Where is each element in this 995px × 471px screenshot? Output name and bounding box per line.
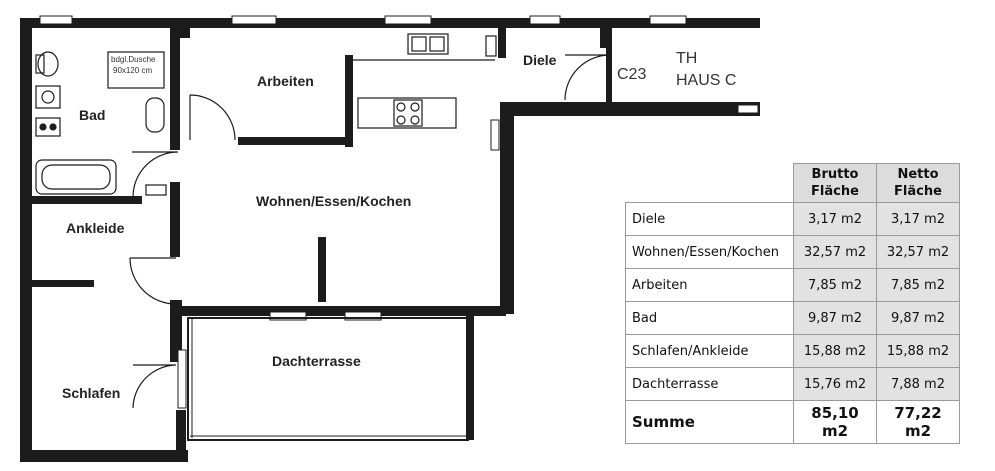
table-row: Dachterrasse 15,76 m2 7,88 m2 xyxy=(625,367,960,401)
table-row: Bad 9,87 m2 9,87 m2 xyxy=(625,301,960,335)
room-label-diele: Diele xyxy=(523,52,557,68)
room-label-dachterrasse: Dachterrasse xyxy=(272,353,361,369)
row-name: Bad xyxy=(625,301,794,335)
unit-code-label: C23 xyxy=(617,66,647,83)
room-label-arbeiten: Arbeiten xyxy=(257,73,314,89)
table-header-corner xyxy=(625,163,794,203)
table-header-brutto: Brutto Fläche xyxy=(793,163,877,203)
row-name: Schlafen/Ankleide xyxy=(625,334,794,368)
row-netto: 32,57 m2 xyxy=(876,235,960,269)
table-row: Wohnen/Essen/Kochen 32,57 m2 32,57 m2 xyxy=(625,235,960,269)
row-netto: 15,88 m2 xyxy=(876,334,960,368)
windows xyxy=(39,15,759,409)
area-table: Brutto Fläche Netto Fläche Diele 3,17 m2… xyxy=(625,163,960,444)
table-header-row: Brutto Fläche Netto Fläche xyxy=(625,163,960,203)
room-label-wohnen: Wohnen/Essen/Kochen xyxy=(256,193,412,209)
row-name: Dachterrasse xyxy=(625,367,794,401)
haus-label: HAUS C xyxy=(676,72,737,89)
row-name: Wohnen/Essen/Kochen xyxy=(625,235,794,269)
doors xyxy=(129,54,611,409)
row-brutto: 3,17 m2 xyxy=(793,202,877,236)
shower-note-line1: bdgl.Dusche xyxy=(111,55,156,64)
sum-netto: 77,22 m2 xyxy=(876,400,960,444)
row-netto: 3,17 m2 xyxy=(876,202,960,236)
row-name: Arbeiten xyxy=(625,268,794,302)
row-brutto: 9,87 m2 xyxy=(793,301,877,335)
row-brutto: 15,76 m2 xyxy=(793,367,877,401)
table-sum-row: Summe 85,10 m2 77,22 m2 xyxy=(625,400,960,444)
sum-name: Summe xyxy=(625,400,794,444)
room-label-schlafen: Schlafen xyxy=(62,385,121,401)
row-netto: 9,87 m2 xyxy=(876,301,960,335)
terrace-outline xyxy=(187,317,469,441)
table-header-netto: Netto Fläche xyxy=(876,163,960,203)
table-row: Diele 3,17 m2 3,17 m2 xyxy=(625,202,960,236)
th-label: TH xyxy=(676,50,698,67)
bathroom-fixtures xyxy=(35,51,167,196)
row-brutto: 32,57 m2 xyxy=(793,235,877,269)
table-row: Arbeiten 7,85 m2 7,85 m2 xyxy=(625,268,960,302)
room-label-bad: Bad xyxy=(79,107,106,123)
table-row: Schlafen/Ankleide 15,88 m2 15,88 m2 xyxy=(625,334,960,368)
kitchen-fixtures xyxy=(353,33,497,129)
sum-brutto: 85,10 m2 xyxy=(793,400,877,444)
row-netto: 7,88 m2 xyxy=(876,367,960,401)
row-brutto: 7,85 m2 xyxy=(793,268,877,302)
shower-note-line2: 90x120 cm xyxy=(113,66,153,75)
room-label-ankleide: Ankleide xyxy=(66,220,125,236)
row-name: Diele xyxy=(625,202,794,236)
row-brutto: 15,88 m2 xyxy=(793,334,877,368)
row-netto: 7,85 m2 xyxy=(876,268,960,302)
